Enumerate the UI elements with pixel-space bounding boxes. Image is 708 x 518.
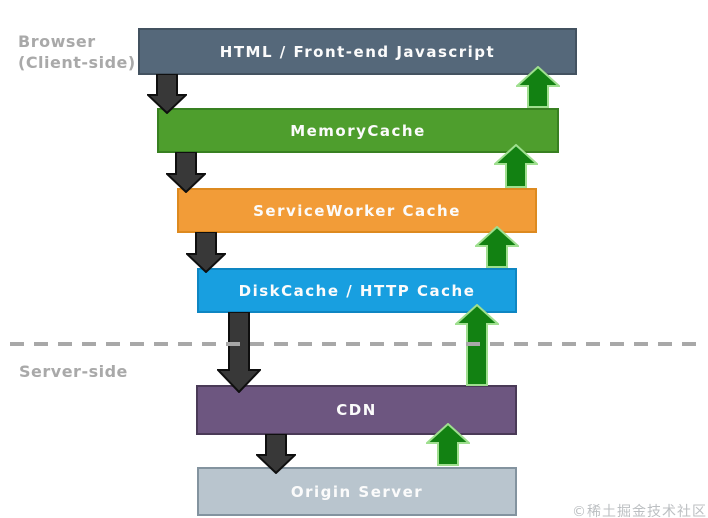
layer-label-memory-cache: MemoryCache: [290, 121, 426, 140]
layer-serviceworker-cache: ServiceWorker Cache: [177, 188, 537, 233]
browser-zone-line2: (Client-side): [18, 53, 136, 72]
browser-zone-label: Browser (Client-side): [18, 31, 136, 73]
down-arrow-shape: [147, 74, 187, 114]
down-arrow-shape: [186, 232, 226, 273]
layer-label-cdn: CDN: [336, 401, 377, 419]
down-arrow-icon: [166, 152, 206, 193]
layer-cdn: CDN: [196, 385, 517, 435]
layer-label-origin-server: Origin Server: [290, 482, 424, 501]
layer-label-serviceworker-cache: ServiceWorker Cache: [253, 201, 461, 220]
layer-disk-http-cache: DiskCache / HTTP Cache: [197, 268, 517, 313]
down-arrow-shape: [166, 152, 206, 193]
up-arrow-shape: [516, 66, 560, 108]
up-arrow-shape: [475, 226, 519, 268]
up-arrow-shape: [494, 144, 538, 188]
down-arrow-icon: [186, 232, 226, 273]
server-zone-label: Server-side: [19, 362, 128, 381]
layer-origin-server: Origin Server: [197, 467, 517, 516]
layer-label-html-frontend-js: HTML / Front-end Javascript: [219, 42, 496, 61]
up-arrow-icon: [494, 144, 538, 188]
up-arrow-icon: [475, 226, 519, 268]
layer-memory-cache: MemoryCache: [157, 108, 559, 153]
down-arrow-icon: [147, 74, 187, 114]
down-arrow-shape: [256, 434, 296, 474]
up-arrow-icon: [426, 423, 470, 466]
client-server-divider: [10, 342, 701, 346]
down-arrow-icon: [256, 434, 296, 474]
up-arrow-shape: [426, 423, 470, 466]
browser-zone-line1: Browser: [18, 32, 96, 51]
watermark: ©稀土掘金技术社区: [572, 504, 707, 518]
layer-html-frontend-js: HTML / Front-end Javascript: [138, 28, 577, 75]
down-arrow-shape: [217, 312, 261, 393]
up-arrow-icon: [516, 66, 560, 108]
down-arrow-icon: [217, 312, 261, 393]
layer-label-disk-http-cache: DiskCache / HTTP Cache: [238, 281, 476, 300]
